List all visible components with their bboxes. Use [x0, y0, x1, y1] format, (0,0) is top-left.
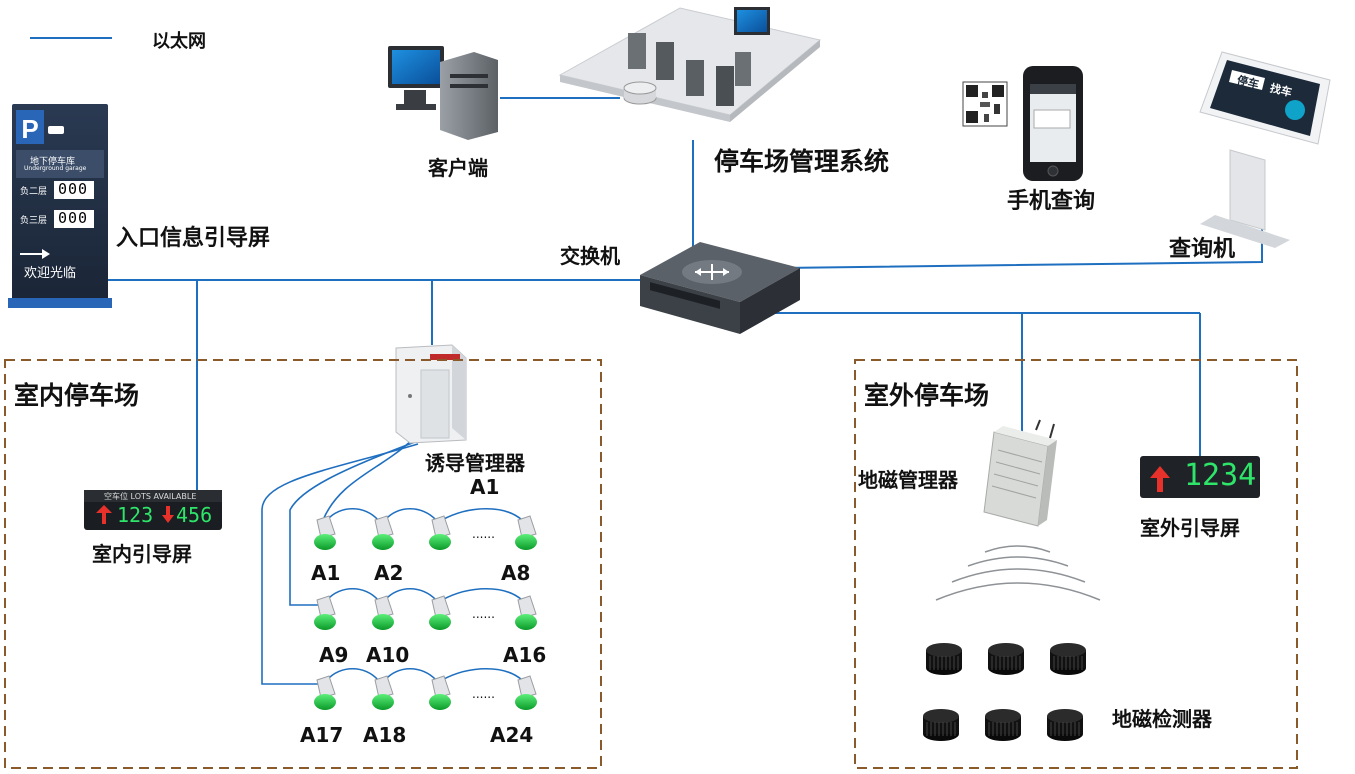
- outdoor-screen-label: 室外引导屏: [1140, 516, 1240, 540]
- geomag-detector-icon: [923, 709, 959, 741]
- sensor-label: A10: [366, 643, 410, 667]
- geomag-detector-icon: [1050, 643, 1086, 675]
- indoor-screen-label: 室内引导屏: [92, 542, 192, 566]
- indoor-display-header: 空车位 LOTS AVAILABLE: [104, 492, 197, 501]
- sensor-label: A18: [363, 723, 407, 747]
- geomag-detector-icon: [926, 643, 962, 675]
- network-switch-icon: [640, 242, 800, 334]
- ethernet-links: [105, 97, 1263, 490]
- mobile-query-label: 手机查询: [1007, 189, 1096, 214]
- sensor-wiring: [261, 439, 523, 685]
- sensor-label: A24: [490, 723, 534, 747]
- parking-sensor-icon: [314, 595, 336, 630]
- parking-sensor-icon: [372, 515, 394, 550]
- parking-sensor-icon: [429, 675, 451, 710]
- entrance-sign-title-en: Underground garage: [24, 165, 87, 172]
- guidance-manager-label: 诱导管理器: [425, 451, 525, 475]
- detector-layer: [923, 643, 1086, 741]
- indoor-display-right-value: 456: [176, 503, 213, 527]
- geomag-manager-label: 地磁管理器: [858, 468, 958, 492]
- sensor-label: A2: [374, 561, 404, 585]
- query-kiosk-icon: [1199, 51, 1331, 248]
- kiosk-label: 查询机: [1169, 237, 1236, 262]
- indoor-display: [84, 490, 222, 530]
- entrance-floor-2-label: 负三层: [20, 216, 48, 226]
- wireless-waves: [935, 545, 1101, 601]
- outdoor-display: [1140, 456, 1260, 498]
- qr-code-icon: [962, 81, 1008, 127]
- parking-sensor-icon: [314, 675, 336, 710]
- sensor-label: A17: [300, 723, 344, 747]
- indoor-zone-title: 室内停车场: [14, 381, 140, 410]
- entrance-floor-1-label: 负二层: [20, 187, 48, 197]
- entrance-screen-label: 入口信息引导屏: [116, 226, 271, 251]
- parking-sensor-icon: [515, 595, 537, 630]
- switch-label: 交换机: [560, 244, 620, 268]
- parking-sensor-icon: [515, 515, 537, 550]
- entrance-welcome-text: 欢迎光临: [24, 266, 77, 281]
- parking-sensor-icon: [314, 515, 336, 550]
- outdoor-display-value: 1234: [1184, 458, 1257, 493]
- guidance-manager-cabinet: [395, 344, 467, 444]
- parking-sensor-icon: [372, 595, 394, 630]
- sensor-label: A8: [501, 561, 531, 585]
- entrance-floor-1-value: 000: [58, 180, 89, 198]
- outdoor-zone-title: 室外停车场: [864, 381, 990, 410]
- mobile-phone-icon: [1023, 66, 1083, 181]
- parking-sensor-icon: [372, 675, 394, 710]
- client-label: 客户端: [428, 156, 488, 180]
- server-platform-icon: [558, 7, 822, 122]
- sensor-ellipsis: ......: [472, 687, 495, 701]
- management-system-label: 停车场管理系统: [714, 147, 890, 176]
- parking-sensor-icon: [515, 675, 537, 710]
- entrance-sign: P: [8, 104, 112, 308]
- geomag-detector-icon: [1047, 709, 1083, 741]
- client-pc-icon: [388, 46, 498, 140]
- entrance-sign-title-cn: 地下停车库: [30, 157, 76, 167]
- sensor-ellipsis: ......: [472, 607, 495, 621]
- geomag-manager-icon: [983, 419, 1057, 527]
- indoor-zone-border: [4, 359, 602, 769]
- svg-text:P: P: [21, 114, 38, 144]
- outdoor-zone-border: [854, 359, 1298, 769]
- parking-sensor-icon: [429, 515, 451, 550]
- entrance-floor-2-value: 000: [58, 209, 89, 227]
- geomag-detector-label: 地磁检测器: [1112, 707, 1212, 731]
- geomag-detector-icon: [988, 643, 1024, 675]
- geomag-detector-icon: [985, 709, 1021, 741]
- parking-sensor-icon: [429, 595, 451, 630]
- sensor-label: A16: [503, 643, 547, 667]
- guidance-manager-id: A1: [470, 475, 500, 499]
- sensor-label: A9: [319, 643, 349, 667]
- sensor-layer: [314, 515, 537, 710]
- indoor-display-left-value: 123: [117, 503, 154, 527]
- sensor-label: A1: [311, 561, 341, 585]
- legend-ethernet-label: 以太网: [152, 31, 206, 52]
- sensor-ellipsis: ......: [472, 527, 495, 541]
